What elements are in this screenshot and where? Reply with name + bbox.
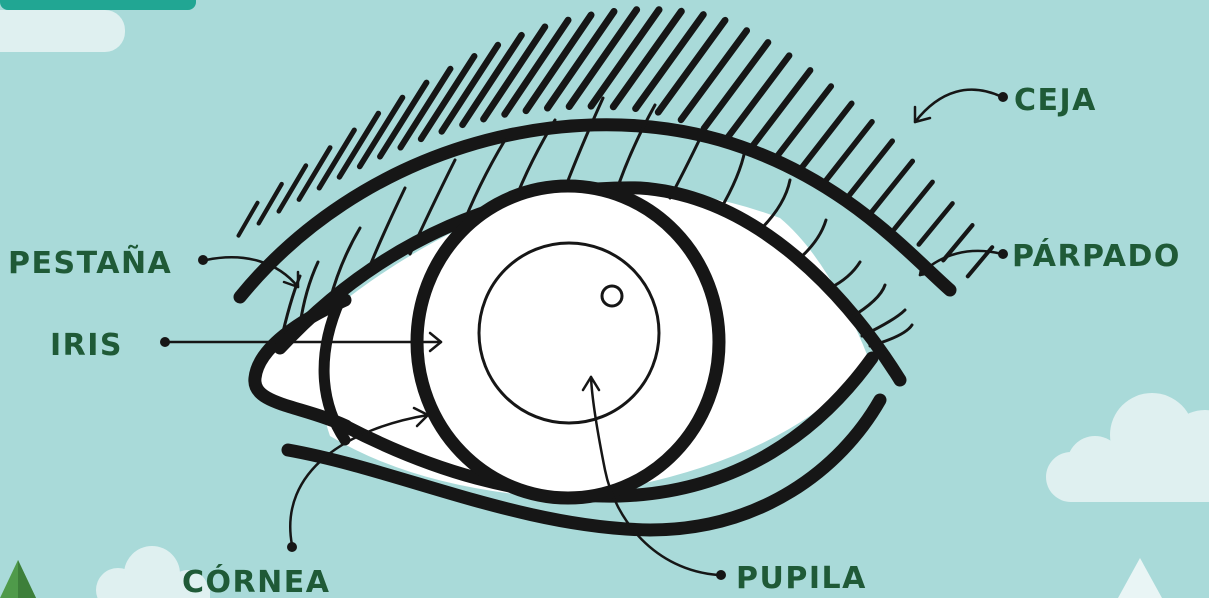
header-bar [0,10,125,52]
header-tab [0,0,196,10]
label-parpado: PÁRPADO [1012,238,1181,274]
eyelash [862,310,905,336]
eyebrow-stroke [279,166,306,212]
eyelash [800,220,826,258]
eyelash [850,285,885,318]
pupil [479,243,659,423]
eyebrow-stroke [894,182,932,229]
eyebrow-stroke [751,70,811,148]
eyelash [830,262,860,288]
eyebrow-stroke [259,184,282,223]
pupil-highlight [602,286,622,306]
label-cornea: CÓRNEA [182,563,330,598]
eyebrow-stroke [704,42,768,128]
label-iris: IRIS [50,328,123,363]
eyebrow-stroke [943,225,972,260]
eyebrow-stroke [239,203,258,236]
label-pestana: PESTAÑA [8,244,172,281]
label-pupila: PUPILA [736,561,867,596]
tree-shade [18,560,36,598]
eyebrow-stroke [774,86,831,160]
eyebrow-stroke [919,203,953,244]
mountain-icon [1118,558,1162,598]
eyelash [720,150,745,210]
eyebrow-stroke [870,161,912,214]
label-ceja: CEJA [1014,83,1097,118]
cloud-right [1046,393,1209,502]
eyebrow-stroke [727,56,789,139]
eyebrow-stroke [681,31,747,120]
